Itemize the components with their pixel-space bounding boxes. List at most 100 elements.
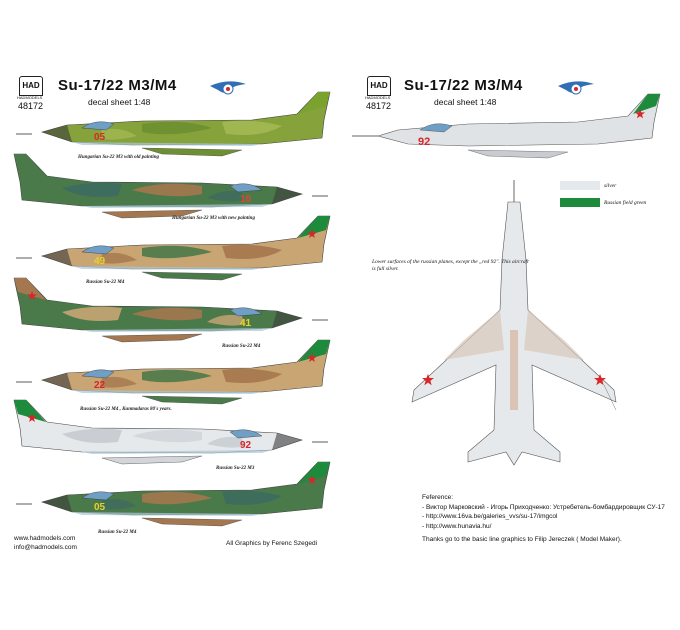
red-star-icon (307, 353, 317, 362)
aircraft-number: 92 (240, 440, 252, 451)
tail-number: 92 (418, 136, 430, 148)
aircraft-profile-7: 05 (16, 461, 331, 527)
fuselage (40, 461, 331, 516)
aircraft-profile-5: 22 (16, 339, 331, 405)
camo-patch (142, 245, 212, 259)
had-logo-right: HAD (367, 76, 391, 96)
fuselage (13, 277, 304, 332)
legend-label-silver: silver (604, 183, 617, 189)
fuselage (40, 215, 331, 270)
camo-patch (207, 190, 244, 202)
credit: All Graphics by Ferenc Szegedi (226, 540, 318, 547)
page-title-right: Su-17/22 M3/M4 (404, 77, 523, 94)
underside (82, 204, 272, 208)
underside (82, 450, 272, 454)
thanks-note: Thanks go to the basic line graphics to … (422, 536, 622, 543)
camo-patch (222, 120, 282, 135)
legend-swatch-green (560, 198, 600, 207)
fuselage (40, 91, 331, 146)
legend-label-green: Russian field green (604, 200, 647, 206)
caption-3: Russian Su-22 M4 (86, 280, 125, 285)
brand-small: HADMODELS (17, 95, 43, 100)
had-logo: HAD (19, 76, 43, 96)
camo-patch (100, 376, 137, 388)
canopy (81, 491, 115, 501)
wing (141, 517, 243, 527)
aircraft-profile-6: 92 (13, 399, 328, 465)
wing (101, 209, 203, 219)
underside (72, 390, 262, 394)
page-title: Su-17/22 M3/M4 (58, 77, 177, 94)
fin-tip (298, 92, 330, 114)
canopy (229, 307, 263, 317)
canopy (81, 245, 115, 255)
product-code-right: 48172 (366, 101, 392, 111)
fin-tip (14, 278, 46, 300)
nose-cone (272, 311, 302, 328)
legend-swatch-silver (560, 181, 600, 190)
aircraft-top-view (411, 180, 617, 466)
camo-patch (207, 436, 244, 448)
fuselage (40, 339, 331, 394)
wings-emblem-icon (210, 81, 246, 95)
email[interactable]: info@hadmodels.com (14, 544, 77, 551)
aircraft-number: 49 (94, 256, 106, 267)
brand-small-right: HADMODELS (365, 95, 391, 100)
underside (72, 266, 262, 270)
references-title: Feference: (422, 494, 454, 501)
references: Feference: - Виктор Марковский - Игорь П… (422, 493, 665, 531)
aircraft-profile-2: 10 (13, 153, 328, 219)
aircraft-number: 05 (94, 132, 106, 143)
red-star-icon (27, 413, 37, 422)
nose-cone (42, 249, 72, 266)
red-star-icon (307, 229, 317, 238)
fin-tip (298, 340, 330, 362)
camo-patch (132, 307, 202, 321)
camo-patch (222, 490, 282, 505)
underside (72, 142, 262, 146)
reference-1: - Виктор Марковский - Игорь Приходченко:… (422, 503, 665, 511)
nose-cone (42, 373, 72, 390)
website[interactable]: www.hadmodels.com (14, 535, 76, 542)
camo-patch (222, 244, 282, 259)
page-subtitle-right: decal sheet 1:48 (434, 97, 497, 107)
caption-2: Hungarian Su-22 M3 with new painting (172, 216, 255, 221)
red-star-icon (307, 475, 317, 484)
nose-cone (272, 433, 302, 450)
fuselage (13, 153, 304, 208)
caption-7: Russian Su-22 M4 (98, 530, 137, 535)
camo-patch (100, 128, 137, 140)
camo-patch (142, 121, 212, 135)
canopy (229, 183, 263, 193)
page-subtitle: decal sheet 1:48 (88, 97, 151, 107)
reference-2[interactable]: - http://www.16va.be/galeries_vvs/su-17/… (422, 513, 558, 520)
reference-3[interactable]: - http://www.hunavia.hu/ (422, 522, 492, 530)
fin-tip (14, 400, 46, 422)
product-code: 48172 (18, 101, 44, 111)
camo-patch (132, 429, 202, 443)
red-star-icon (27, 291, 37, 300)
aircraft-number: 10 (240, 194, 252, 205)
nose-cone (42, 125, 72, 142)
camo-patch (142, 369, 212, 383)
fin-tip (298, 216, 330, 238)
camo-patch (142, 491, 212, 505)
camo-patch (62, 306, 122, 321)
wing (141, 271, 243, 281)
caption-1: Hungarian Su-22 M3 with old painting (78, 155, 160, 160)
nose-cone (272, 187, 302, 204)
canopy (229, 429, 263, 439)
canopy (81, 369, 115, 379)
aircraft-profile-1: 05 (16, 91, 331, 157)
aircraft-number: 41 (240, 318, 252, 329)
caption-6: Russian Su-22 M3 (216, 466, 255, 471)
wing (101, 455, 203, 465)
aircraft-side-silver: 92 (352, 93, 661, 159)
camo-patch (132, 183, 202, 197)
nose-cone (42, 495, 72, 512)
fin-tip (14, 154, 46, 176)
canopy (81, 121, 115, 131)
aircraft-profile-4: 41 (13, 277, 328, 343)
aircraft-number: 22 (94, 380, 106, 391)
fin-tip (298, 462, 330, 484)
